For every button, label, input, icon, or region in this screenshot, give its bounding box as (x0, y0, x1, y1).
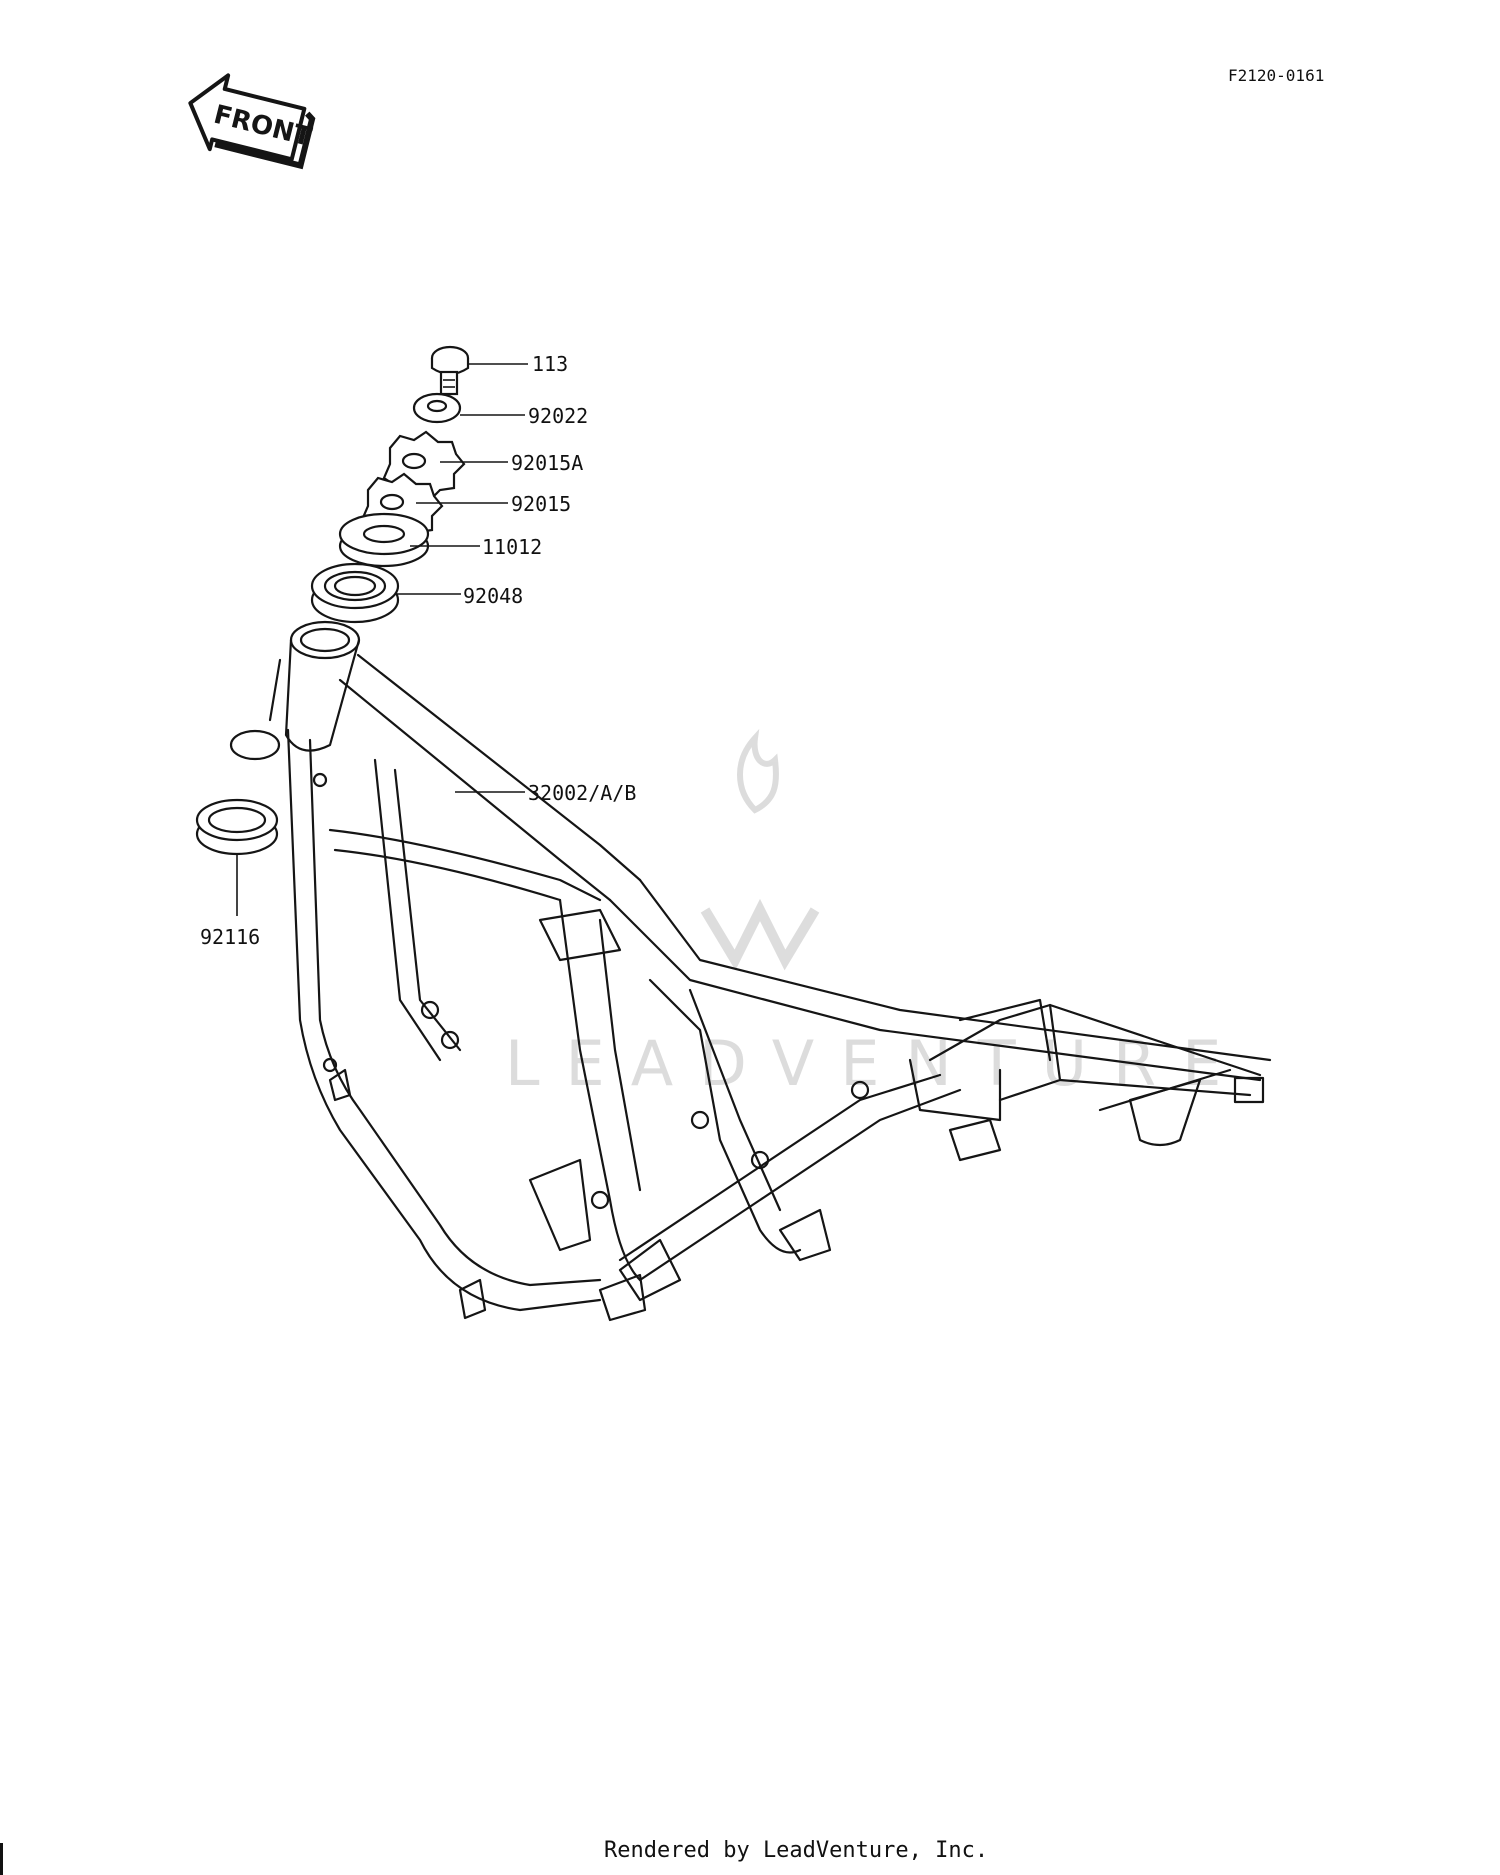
motorcycle-frame (229, 620, 1272, 1322)
label-32002: 32002/A/B (528, 781, 636, 805)
figure-code: F2120-0161 (1228, 66, 1324, 85)
label-92116: 92116 (200, 925, 260, 949)
watermark-text: LEADVENTURE (505, 1027, 1247, 1100)
part-92022-washer (412, 392, 462, 424)
label-92015: 92015 (511, 492, 571, 516)
part-11012-cap (338, 512, 430, 568)
label-11012: 11012 (482, 535, 542, 559)
label-92015A: 92015A (511, 451, 583, 475)
part-92048-bearing (310, 562, 400, 624)
watermark-logo: LEADVENTURE (505, 728, 1247, 1100)
label-92048: 92048 (463, 584, 523, 608)
part-92116-bearing (195, 798, 279, 856)
part-113-bolt (430, 345, 470, 396)
front-arrow-icon: FRONT (188, 73, 316, 170)
edge-mark (0, 1843, 3, 1875)
label-92022: 92022 (528, 404, 588, 428)
footer-credit: Rendered by LeadVenture, Inc. (604, 1838, 988, 1863)
label-113: 113 (532, 352, 568, 376)
